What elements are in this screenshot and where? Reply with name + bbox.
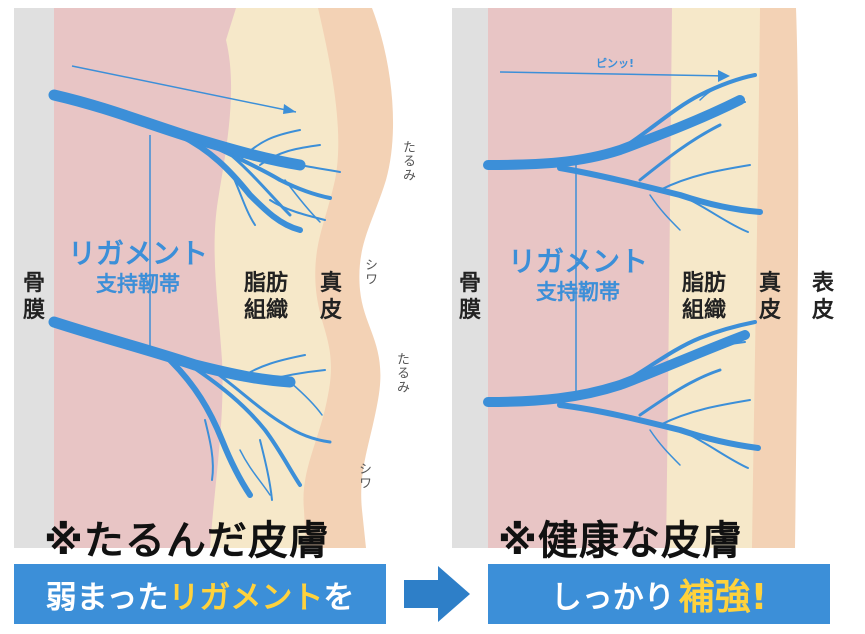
left-ligament-upper bbox=[48, 89, 341, 233]
left-annot-wrinkle-2: シワ bbox=[356, 462, 371, 490]
left-annot-wrinkle-1: シワ bbox=[362, 258, 377, 286]
right-label-bone: 骨膜 bbox=[459, 271, 482, 323]
right-tension-arrow bbox=[499, 71, 729, 77]
right-label-dermis: 真皮 bbox=[759, 271, 782, 323]
left-tension-arrow bbox=[71, 65, 297, 113]
right-tension-label: ピンッ! bbox=[595, 57, 635, 70]
right-banner: しっかり 補強! bbox=[488, 564, 830, 624]
left-banner-tail: を bbox=[323, 579, 355, 616]
transition-arrow-icon bbox=[404, 566, 470, 622]
right-ligament-title: リガメント bbox=[507, 245, 648, 278]
left-banner-plain: 弱まった bbox=[45, 579, 169, 616]
left-banner: 弱まった リガメント を bbox=[14, 564, 386, 624]
left-caption: ※たるんだ皮膚 bbox=[44, 518, 330, 564]
left-ligament-lower bbox=[48, 316, 332, 501]
right-panel bbox=[452, 8, 799, 548]
right-banner-highlight: 補強! bbox=[678, 577, 768, 618]
left-ligament-subtitle: 支持靭帯 bbox=[96, 272, 180, 296]
right-label-epidermis: 表皮 bbox=[812, 271, 835, 323]
right-ligament-subtitle: 支持靭帯 bbox=[536, 280, 620, 304]
right-ligament-upper bbox=[483, 73, 763, 233]
right-banner-plain: しっかり bbox=[550, 579, 675, 616]
right-label-fat: 脂肪 組織 bbox=[681, 271, 726, 323]
left-annot-sag-2: たるみ bbox=[394, 352, 409, 394]
left-banner-highlight: リガメント bbox=[168, 579, 324, 616]
left-ligament-title: リガメント bbox=[67, 237, 208, 270]
right-tension-arrow-head bbox=[718, 70, 730, 82]
right-bone-layer bbox=[452, 8, 488, 548]
left-fat-layer bbox=[210, 8, 339, 548]
left-panel bbox=[14, 8, 394, 548]
right-ligament-lower bbox=[483, 320, 761, 469]
right-muscle-layer bbox=[488, 8, 672, 548]
left-annot-sag-1: たるみ bbox=[400, 140, 415, 182]
left-label-dermis: 真皮 bbox=[320, 271, 343, 323]
left-bone-layer bbox=[14, 8, 54, 548]
left-tension-arrow-head bbox=[283, 104, 296, 114]
right-dermis-layer bbox=[752, 8, 799, 548]
left-label-bone: 骨膜 bbox=[23, 271, 46, 323]
right-caption: ※健康な皮膚 bbox=[498, 518, 743, 564]
left-label-fat: 脂肪 組織 bbox=[243, 271, 288, 323]
